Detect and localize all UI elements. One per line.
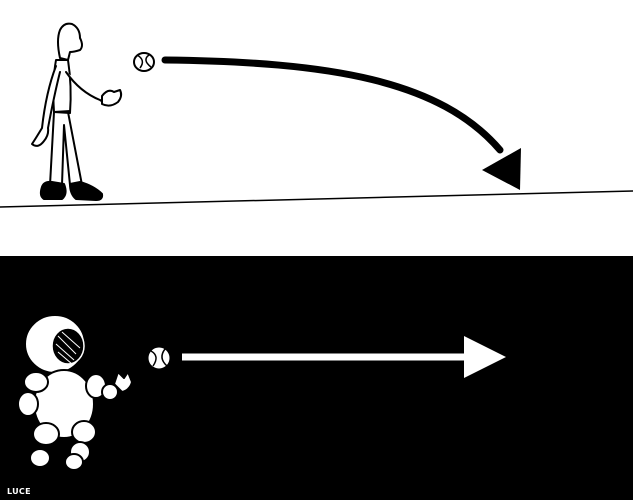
ground-line: [0, 190, 633, 208]
space-ball: [147, 346, 171, 370]
ball: [133, 52, 155, 72]
artist-signature: LUCE: [7, 487, 31, 496]
arrow-head-down: [482, 148, 521, 190]
person-figure: [31, 22, 123, 201]
astronaut-figure: [17, 314, 133, 471]
earth-scene: [0, 22, 633, 208]
arrow-head-right: [464, 336, 506, 378]
curved-trajectory-arrow: [161, 56, 504, 154]
space-scene: [17, 314, 506, 471]
space-panel: LUCE: [0, 256, 633, 500]
earth-panel: [0, 22, 633, 208]
